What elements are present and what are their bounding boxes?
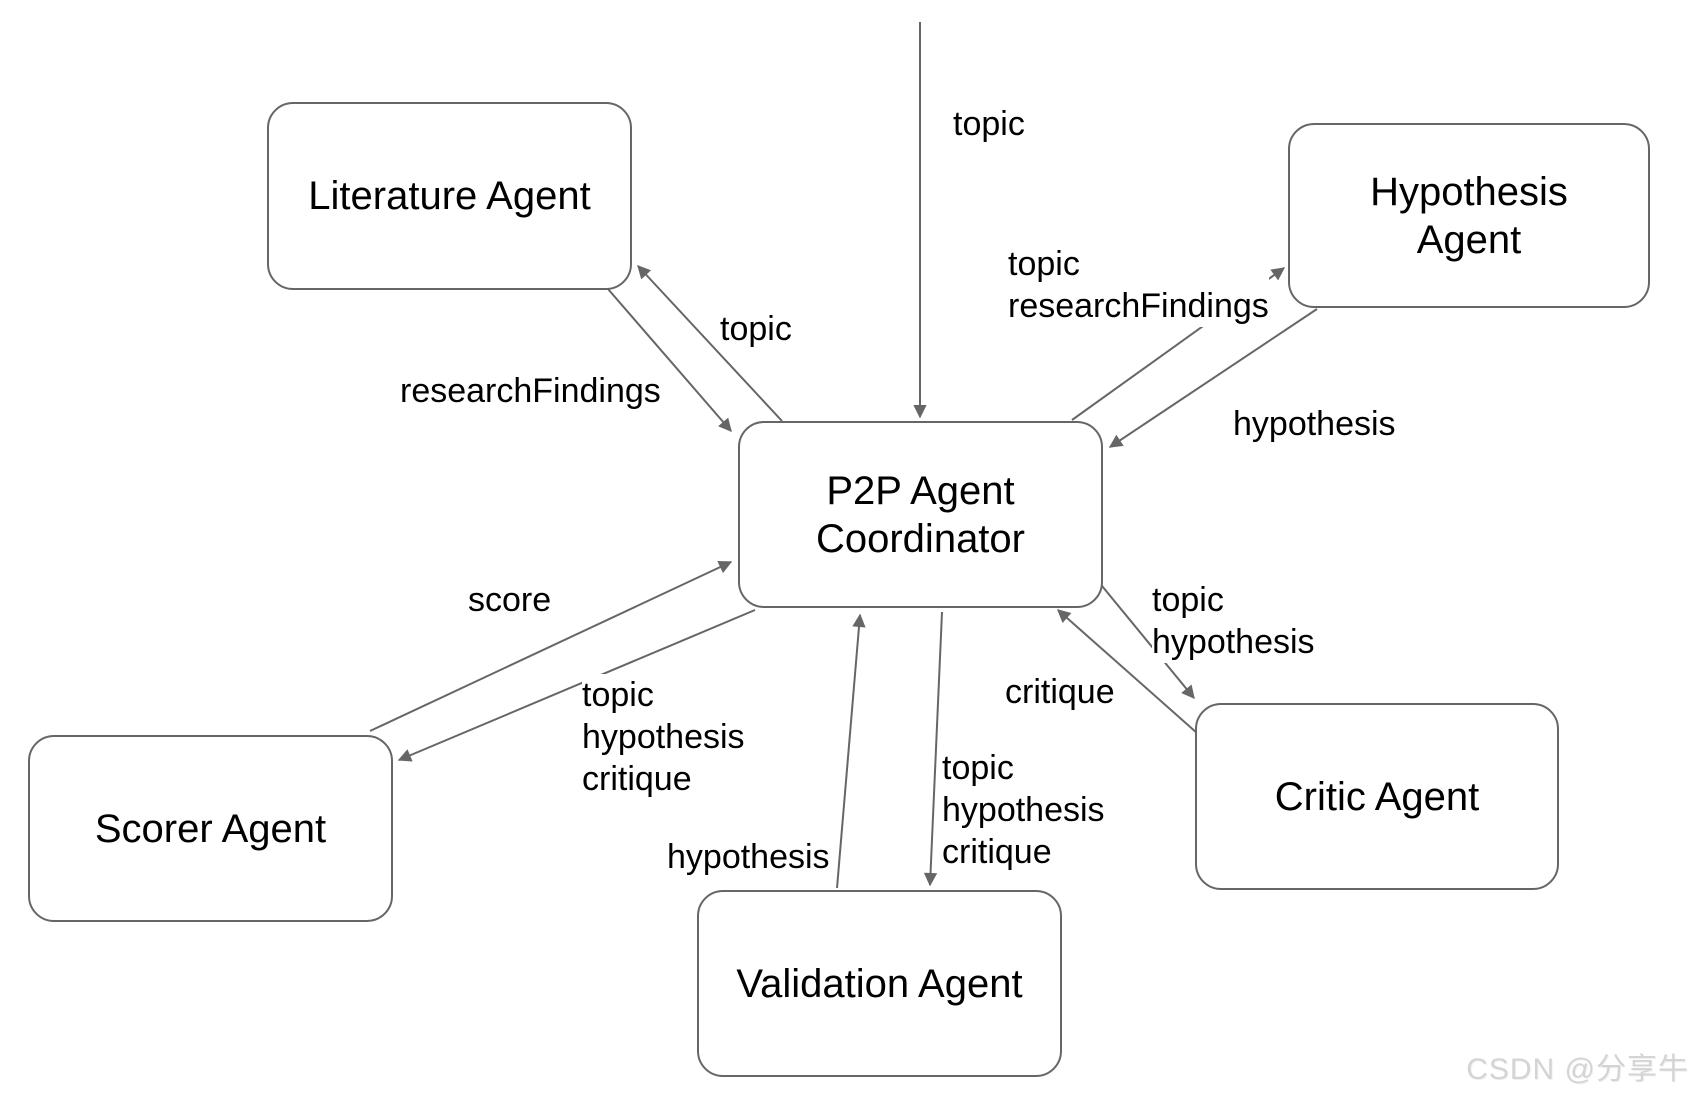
edge-label-validation-to-coordinator: hypothesis bbox=[667, 836, 830, 878]
edge-label-coordinator-to-validation: topic hypothesis critique bbox=[942, 747, 1105, 873]
edge-coordinator-to-literature bbox=[637, 265, 783, 422]
node-scorer-agent: Scorer Agent bbox=[28, 735, 393, 922]
edge-label-scorer-to-coordinator: score bbox=[468, 579, 552, 621]
edge-coordinator-to-scorer bbox=[397, 609, 756, 762]
edge-literature-to-coordinator bbox=[607, 288, 732, 433]
edge-critic-to-coordinator bbox=[1057, 609, 1198, 734]
csdn-watermark: CSDN @分享牛 bbox=[1466, 1053, 1689, 1086]
edge-label-coordinator-to-hypothesis: topic researchFindings bbox=[1008, 243, 1269, 327]
node-p2p-coordinator: P2P Agent Coordinator bbox=[738, 421, 1103, 608]
edge-hypothesis-to-coordinator bbox=[1108, 308, 1318, 448]
node-literature-agent: Literature Agent bbox=[267, 102, 632, 290]
node-hypothesis-agent: Hypothesis Agent bbox=[1288, 123, 1650, 308]
edge-label-literature-to-coordinator: researchFindings bbox=[400, 370, 661, 412]
edge-coordinator-to-critic bbox=[1092, 574, 1195, 700]
edge-label-coordinator-to-scorer: topic hypothesis critique bbox=[582, 674, 745, 800]
edge-label-critic-to-coordinator: critique bbox=[1005, 671, 1115, 713]
edge-label-hypothesis-to-coordinator: hypothesis bbox=[1233, 403, 1396, 445]
edge-label-coordinator-to-critic: topic hypothesis bbox=[1152, 579, 1315, 663]
edge-coordinator-to-validation bbox=[923, 611, 943, 887]
node-validation-agent: Validation Agent bbox=[697, 890, 1062, 1077]
edge-validation-to-coordinator bbox=[836, 613, 866, 889]
edge-label-input-topic-to-coordinator: topic bbox=[953, 103, 1025, 145]
edge-scorer-to-coordinator bbox=[369, 561, 733, 732]
edge-label-coordinator-to-literature: topic bbox=[720, 308, 792, 350]
node-critic-agent: Critic Agent bbox=[1195, 703, 1559, 890]
